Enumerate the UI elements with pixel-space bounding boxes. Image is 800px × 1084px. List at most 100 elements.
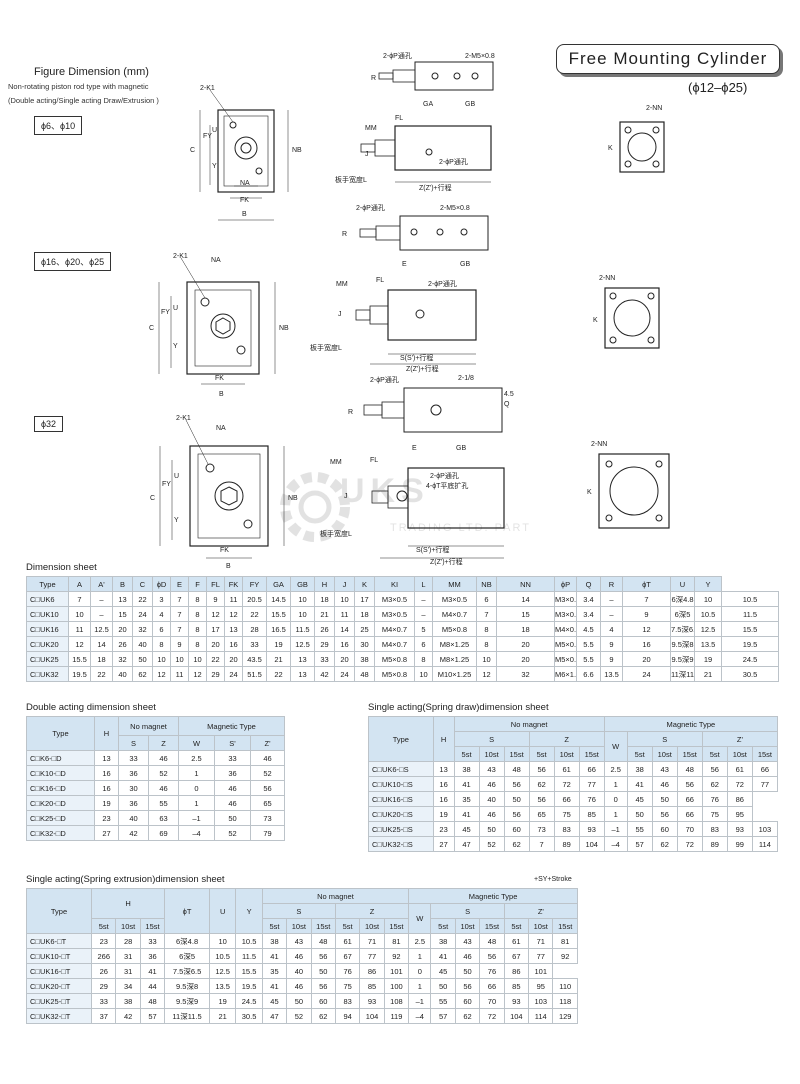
table-cell: 10 <box>334 591 355 607</box>
table-cell: 63 <box>148 810 179 826</box>
table-cell: 9 <box>170 636 189 652</box>
svg-text:MM: MM <box>330 459 342 466</box>
column-header: S <box>118 735 149 751</box>
col-s: S <box>261 903 336 919</box>
col-s-mag: S <box>430 903 505 919</box>
table-cell: 46 <box>250 750 285 766</box>
table-cell: 31 <box>115 948 141 964</box>
svg-text:4-ϕT平底扩孔: 4-ϕT平底扩孔 <box>426 481 468 490</box>
table-cell: 62 <box>528 776 555 792</box>
table-cell: 10 <box>290 591 315 607</box>
table-cell: –1 <box>603 821 628 837</box>
table-cell: 47 <box>453 836 480 852</box>
table-cell: 76 <box>578 791 605 807</box>
table-cell: 15.5 <box>68 651 91 667</box>
table-cell: 7 <box>170 621 189 637</box>
table-cell: 93 <box>503 993 530 1009</box>
column-header: FK <box>224 576 243 592</box>
row-type-cell: C□UK32-□T <box>25 1008 93 1024</box>
col-magnetic-type: Magnetic Type <box>408 888 578 904</box>
table-cell: 20 <box>224 651 243 667</box>
table-cell: 60 <box>454 993 481 1009</box>
svg-text:4.5: 4.5 <box>504 391 514 398</box>
table-cell: 41 <box>139 963 166 979</box>
table-cell: 31 <box>115 963 141 979</box>
table-cell: 11深11.5 <box>164 1008 210 1024</box>
svg-text:FL: FL <box>376 277 384 284</box>
table-cell: 36 <box>214 765 251 781</box>
table-cell: 46 <box>148 750 179 766</box>
table-cell: 34 <box>115 978 141 994</box>
end-view-medium: 2-NN K <box>593 275 660 349</box>
stroke-header: 10st <box>115 918 141 934</box>
table-cell: 18 <box>496 621 555 637</box>
gear-icon <box>280 472 350 542</box>
table-cell: 22 <box>206 651 225 667</box>
col-s: S <box>453 731 530 747</box>
table-cell: 60 <box>503 821 530 837</box>
single-draw-title: Single acting(Spring draw)dimension shee… <box>368 702 549 713</box>
table-cell: 16 <box>432 791 455 807</box>
table-cell: 7 <box>528 836 555 852</box>
table-cell: 85 <box>359 978 385 994</box>
table-cell: 38 <box>354 651 375 667</box>
table-cell: 12 <box>152 666 171 682</box>
table-cell: 20 <box>334 651 355 667</box>
table-cell: M4×0.7深6 <box>554 621 577 637</box>
table-cell: 50 <box>430 978 456 994</box>
table-cell: 56 <box>528 761 555 777</box>
stroke-header: 10st <box>553 746 580 762</box>
table-cell: 42 <box>314 666 335 682</box>
table-cell: 9 <box>600 636 623 652</box>
table-cell: 13 <box>224 621 243 637</box>
table-cell: 44 <box>139 978 166 994</box>
svg-text:C: C <box>149 325 154 332</box>
table-cell: 19.5 <box>68 666 91 682</box>
table-cell: 62 <box>701 776 728 792</box>
svg-text:板手宽度L: 板手宽度L <box>310 343 342 352</box>
table-cell: 45 <box>261 993 288 1009</box>
table-cell: 89 <box>701 836 728 852</box>
table-cell: 52 <box>286 1008 312 1024</box>
table-cell: 46 <box>651 776 678 792</box>
stroke-header: 15st <box>552 918 578 934</box>
table-cell: 114 <box>751 836 779 852</box>
svg-text:MM: MM <box>336 281 348 288</box>
table-cell: 47 <box>261 1008 288 1024</box>
table-cell: 10 <box>68 606 91 622</box>
svg-text:NA: NA <box>240 180 250 187</box>
table-cell: 43 <box>478 761 505 777</box>
table-cell: 15.5 <box>721 621 779 637</box>
table-cell: 38 <box>261 933 288 949</box>
single-extrusion-title: Single acting(Spring extrusion)dimension… <box>26 874 225 885</box>
svg-text:2-ϕP通孔: 2-ϕP通孔 <box>428 279 457 288</box>
svg-text:Y: Y <box>174 517 179 524</box>
svg-text:U: U <box>173 305 178 312</box>
svg-text:J: J <box>338 311 342 318</box>
table-cell: 50 <box>310 963 336 979</box>
svg-text:J: J <box>365 151 369 158</box>
table-cell: 71 <box>359 933 385 949</box>
table-cell: 56 <box>310 948 336 964</box>
table-cell: 33 <box>314 651 335 667</box>
table-cell: 67 <box>334 948 361 964</box>
table-cell: 45 <box>430 963 456 979</box>
svg-text:GB: GB <box>465 101 475 108</box>
table-cell: M4×0.7 <box>432 606 477 622</box>
table-cell: 19 <box>266 636 291 652</box>
svg-text:GA: GA <box>423 101 433 108</box>
table-cell: 46 <box>286 948 312 964</box>
table-cell: 104 <box>359 1008 385 1024</box>
table-cell: 79 <box>250 825 285 841</box>
table-cell: 9.5深9 <box>670 651 695 667</box>
table-cell: – <box>414 591 433 607</box>
row-type-cell: C□UK6 <box>26 591 69 607</box>
table-cell: 13 <box>432 761 455 777</box>
stroke-header: 10st <box>454 918 481 934</box>
table-cell: 70 <box>479 993 505 1009</box>
